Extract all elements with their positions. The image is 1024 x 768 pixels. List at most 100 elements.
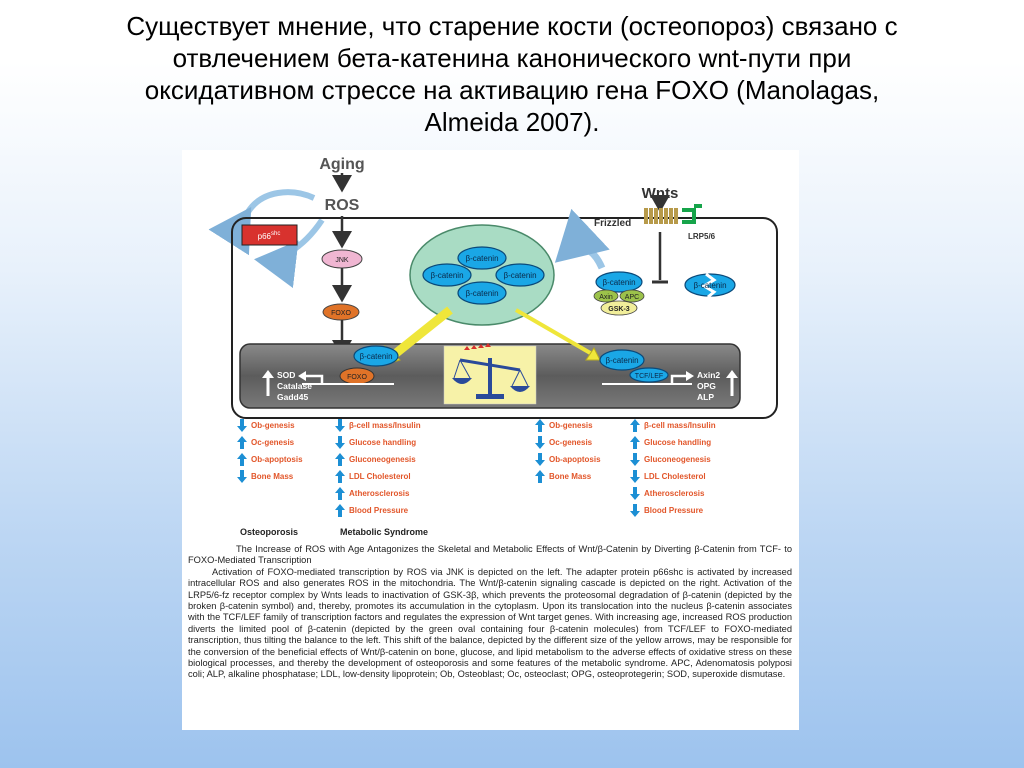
small-yellow-arrow [514,308,594,356]
title-line: отвлечением бета-катенина канонического … [172,43,852,73]
up-arrow-icon [535,419,545,432]
ros-label: ROS [325,197,360,214]
figure-caption: The Increase of ROS with Age Antagonizes… [188,544,792,681]
axin-label: Axin [599,294,613,301]
ros-cycle-arrow-bottom [254,218,325,289]
lrp-label: LRP5/6 [688,232,716,241]
up-arrow-icon [237,453,247,466]
title-line: оксидативном стрессе на активацию гена F… [144,75,880,105]
down-arrow-icon [535,436,545,449]
down-arrow-icon [630,487,640,500]
beta-to-pool-arrow [554,208,610,270]
broken-beta-catenin: β-catenin [684,272,736,299]
pathway-diagram: Aging ROS p66shc JNK FOXO β-catenin β-ca… [208,156,778,537]
svg-text:β-catenin: β-catenin [503,271,536,280]
osteoporosis-label: Osteoporosis [240,527,298,537]
destruction-complex-beta-label: β-catenin [602,278,635,287]
effects-right-bone-label: Ob-apoptosis [549,455,601,464]
frizzled-receptor [644,208,678,224]
up-arrow-icon [237,436,247,449]
down-arrow-icon [335,436,345,449]
left-gene-catalase: Catalase [277,381,312,391]
title-line: Существует мнение, что старение кости (о… [126,11,898,41]
axin-node [593,289,619,303]
up-arrow-icon [335,453,345,466]
foxo-label: FOXO [331,310,351,317]
nucleus-right-beta [599,349,645,371]
left-gene-gadd45: Gadd45 [277,392,308,402]
down-arrow-icon [630,504,640,517]
gsk3-node [600,300,638,316]
apc-label: APC [625,294,639,301]
svg-text:β-catenin: β-catenin [465,254,498,263]
title-line: Almeida 2007). [424,107,600,137]
svg-text:β-catenin: β-catenin [430,271,463,280]
effects-right-metabolic-label: LDL Cholesterol [644,472,706,481]
beta-catenin-pool: β-catenin β-catenin β-catenin β-catenin [422,246,545,305]
right-gene-axin2: Axin2 [697,370,720,380]
effects-right-metabolic-label: β-cell mass/Insulin [644,421,716,430]
effects-left-bone-label: Oc-genesis [251,438,295,447]
left-genes-up-head [262,370,274,378]
nucleus-left-beta-label: β-catenin [359,352,392,361]
big-yellow-arrow [387,306,453,362]
left-transcription-arrow [304,374,324,384]
beta-catenin-pool-oval [409,224,555,326]
apc-node [619,289,645,303]
lrp-receptor [682,204,702,224]
ros-cycle-arrow-top [208,189,316,256]
nucleus-left-foxo-label: FOXO [347,374,367,381]
effects-left-metabolic-label: Blood Pressure [349,506,409,515]
nucleus-right-tcf-label: TCF/LEF [635,373,663,380]
down-arrow-icon [237,470,247,483]
caption-body: Activation of FOXO-mediated transcriptio… [188,566,792,680]
balance-scale-icon [443,343,537,405]
up-arrow-icon [630,419,640,432]
effects-left-bone-label: Ob-apoptosis [251,455,303,464]
effects-left-metabolic-label: LDL Cholesterol [349,472,411,481]
down-arrow-icon [630,453,640,466]
metabolic-syndrome-label: Metabolic Syndrome [340,527,428,537]
aging-label: Aging [319,156,364,173]
svg-text:β-catenin: β-catenin [693,281,726,290]
pathway-figure: Aging ROS p66shc JNK FOXO β-catenin β-ca… [182,150,799,730]
effects-right-metabolic-label: Glucose handling [644,438,711,447]
up-arrow-icon [335,504,345,517]
down-arrow-icon [630,470,640,483]
up-arrow-icon [335,487,345,500]
gsk3-label: GSK-3 [608,306,630,313]
effects-right-bone-label: Bone Mass [549,472,592,481]
destruction-complex-beta [595,271,643,293]
effects-right-metabolic-label: Atherosclerosis [644,489,705,498]
effects-left-metabolic-label: β-cell mass/Insulin [349,421,421,430]
effects-left-metabolic-label: Atherosclerosis [349,489,410,498]
wnts-label: Wnts [642,185,679,202]
effects-right-bone-label: Oc-genesis [549,438,593,447]
p66shc-box [241,224,298,246]
down-arrow-icon [237,419,247,432]
caption-heading: The Increase of ROS with Age Antagonizes… [188,544,792,566]
effects-left-metabolic-label: Glucose handling [349,438,416,447]
right-genes-up-head [726,370,738,378]
effects-right-metabolic-label: Blood Pressure [644,506,704,515]
jnk-label: JNK [335,257,349,264]
nucleus-left-beta [353,345,399,367]
right-gene-opg: OPG [697,381,716,391]
left-gene-sod: SOD [277,370,295,380]
nucleus-right-beta-label: β-catenin [605,356,638,365]
up-arrow-icon [535,470,545,483]
right-transcription-head [686,371,694,381]
effects-left-bone-label: Bone Mass [251,472,294,481]
svg-text:β-catenin: β-catenin [465,289,498,298]
p66shc-label: p66shc [258,231,281,241]
right-transcription-arrow [670,374,688,384]
slide-title: Существует мнение, что старение кости (о… [60,10,964,138]
up-arrow-icon [335,470,345,483]
cell-membrane [231,217,778,419]
small-yellow-arrow-head [585,347,601,361]
effects-left-bone-label: Ob-genesis [251,421,295,430]
down-arrow-icon [535,453,545,466]
